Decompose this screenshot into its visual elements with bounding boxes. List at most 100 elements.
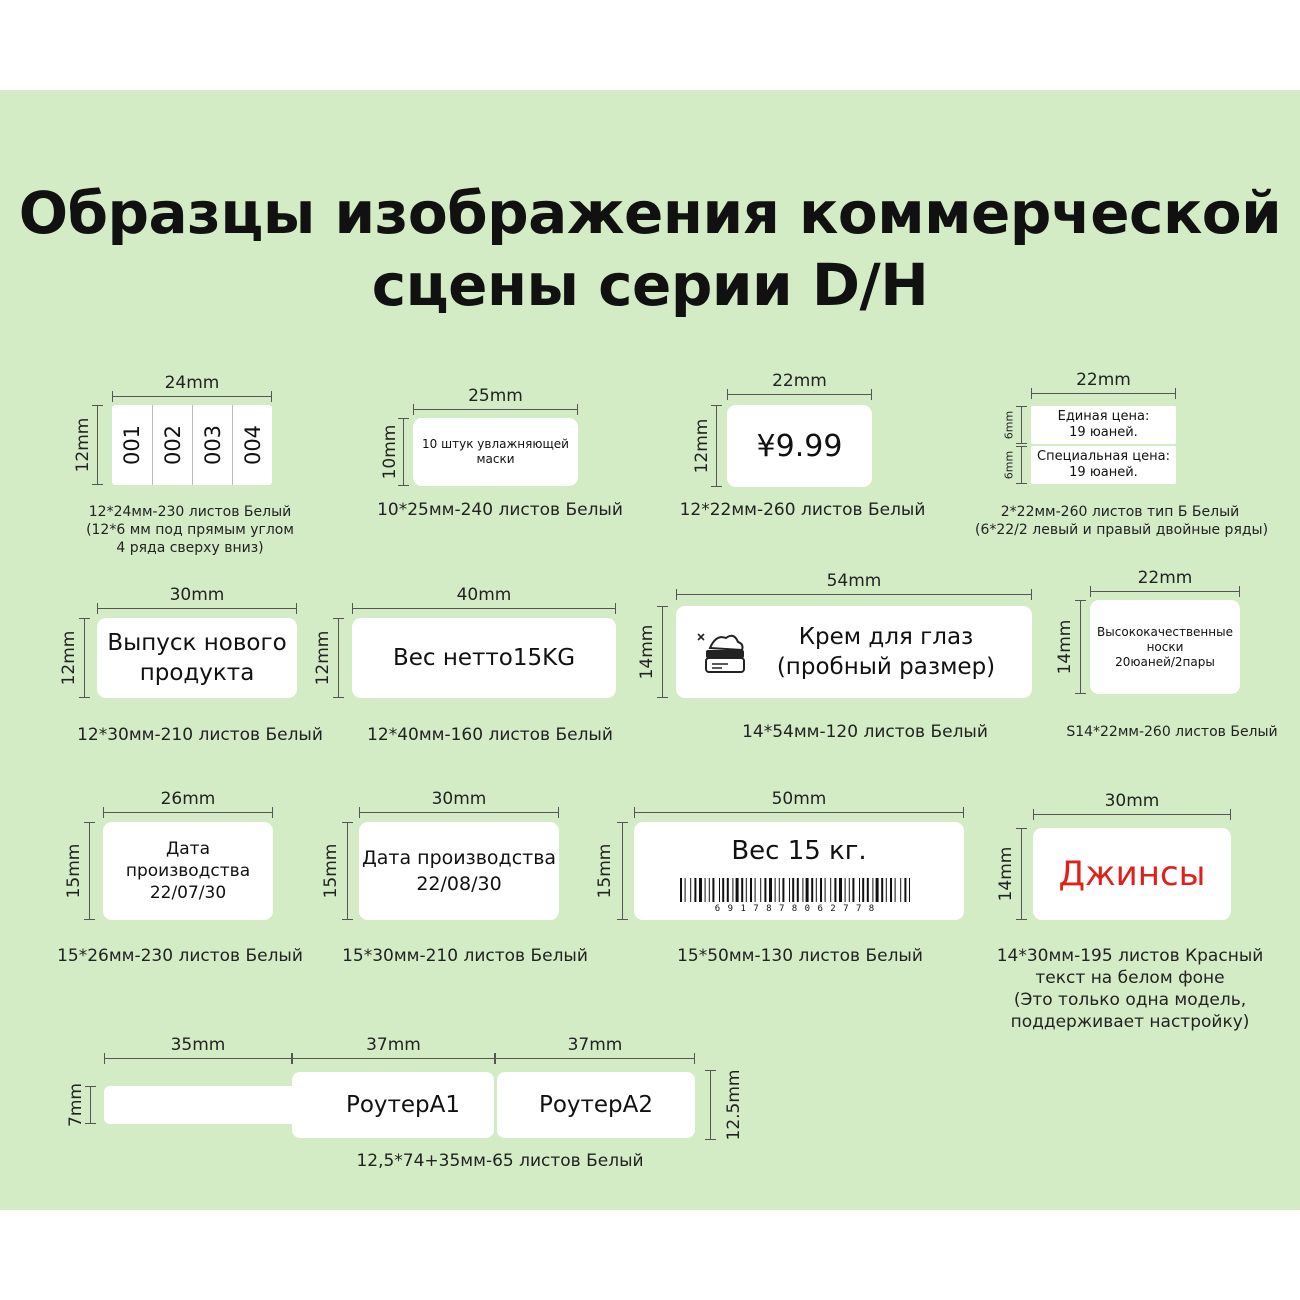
barcode-bar: [839, 878, 842, 902]
barcode-bar: [881, 878, 884, 902]
router-a2-label: РоутерA2: [497, 1072, 695, 1138]
barcode-bar: [890, 878, 892, 902]
tail-height-dimension-text: 7mm: [66, 1083, 86, 1127]
barcode-bar: [852, 878, 855, 902]
tail-joint: [292, 1086, 316, 1124]
barcode-bar: [680, 878, 682, 902]
label-caption: 10*25мм-240 листов Белый: [377, 500, 623, 520]
label-caption: S14*22мм-260 листов Белый: [1066, 724, 1278, 740]
barcode-bar: [848, 878, 850, 902]
height-dimension: [657, 606, 668, 698]
barcode: [680, 878, 910, 902]
barcode-bar: [802, 878, 804, 902]
label-caption: 12*30мм-210 листов Белый: [77, 725, 323, 745]
height-dimension-top: [1016, 406, 1027, 444]
label-caption: 14*30мм-195 листов Красный текст на бело…: [996, 946, 1264, 1032]
barcode-bar: [732, 878, 734, 902]
barcode-bar: [735, 878, 739, 902]
height-dimension-bottom: [1016, 446, 1027, 484]
barcode-bar: [684, 878, 686, 902]
label-caption: 12,5*74+35мм-65 листов Белый: [356, 1151, 644, 1171]
barcode-bar: [834, 878, 837, 902]
height-dimension: [333, 618, 344, 698]
barcode-bar: [872, 878, 874, 902]
height-dimension-text: 15mm: [595, 843, 615, 899]
barcode-bar: [782, 878, 785, 902]
tail-height-dimension: [85, 1086, 96, 1124]
label-caption: 15*50мм-130 листов Белый: [677, 946, 923, 966]
height-dimension-text: 6mm: [1002, 450, 1016, 480]
cable-tail: [104, 1086, 304, 1124]
barcode-bar: [712, 878, 715, 902]
barcode-bar: [708, 878, 710, 902]
label-caption: 12*40мм-160 листов Белый: [367, 725, 613, 745]
label-caption: 12*22мм-260 листов Белый: [679, 500, 926, 520]
width-dimension: 40mm: [352, 585, 616, 614]
label-caption: 14*54мм-120 листов Белый: [742, 722, 988, 742]
eye-cream-label: Крем для глаз (пробный размер): [676, 606, 1032, 698]
height-dimension-text: 14mm: [1055, 619, 1075, 675]
height-dimension-text: 12mm: [692, 418, 712, 474]
barcode-bar: [750, 878, 752, 902]
barcode-bar: [792, 878, 795, 902]
barcode-bar: [754, 878, 756, 902]
barcode-bar: [830, 878, 832, 902]
jeans-label: Джинсы: [1033, 828, 1231, 920]
height-dimension-text: 12.5mm: [724, 1069, 744, 1141]
height-dimension: [398, 418, 409, 486]
numbered-label: 001 002 003 004: [112, 405, 272, 485]
barcode-bar: [778, 878, 780, 902]
barcode-bar: [774, 878, 776, 902]
height-dimension: [617, 822, 628, 920]
width-dimension: 30mm: [359, 789, 559, 818]
barcode-bar: [815, 878, 817, 902]
height-dimension: [1075, 600, 1086, 694]
barcode-bar: [811, 878, 814, 902]
barcode-bar: [719, 878, 720, 902]
special-price-label: Специальная цена: 19 юаней.: [1031, 446, 1176, 484]
barcode-bar: [796, 878, 799, 902]
barcode-bar: [726, 878, 729, 902]
height-dimension-text: 6mm: [1002, 410, 1016, 440]
barcode-bar: [909, 878, 910, 902]
barcode-bar: [866, 878, 869, 902]
barcode-bar: [904, 878, 907, 902]
barcode-bar: [745, 878, 747, 902]
width-dimension-tail: 35mm: [104, 1035, 292, 1064]
height-dimension-text: 12mm: [73, 417, 93, 473]
net-weight-label: Вес нетто15KG: [352, 618, 616, 698]
weight-barcode-label: Вес 15 кг. 6 9 1 7 8 7 8 0 6 2 7 7 8: [634, 822, 964, 920]
height-dimension: [1016, 828, 1027, 920]
unit-price-label: Единая цена: 19 юаней.: [1031, 406, 1176, 444]
barcode-bar: [844, 878, 846, 902]
width-dimension-a: 37mm: [292, 1035, 495, 1064]
width-dimension: 22mm: [727, 371, 872, 400]
height-dimension-text: 12mm: [313, 630, 333, 686]
label-cell: 003: [192, 405, 233, 485]
height-dimension-text: 10mm: [380, 424, 400, 480]
barcode-bar: [789, 878, 790, 902]
height-dimension: [711, 405, 722, 487]
height-dimension: [342, 822, 353, 920]
router-a1-label: РоутерA1: [292, 1072, 494, 1138]
width-dimension: 54mm: [676, 571, 1032, 600]
label-caption: 15*26мм-230 листов Белый: [57, 946, 303, 966]
barcode-bar: [894, 878, 896, 902]
barcode-bar: [760, 878, 762, 902]
width-dimension: 22mm: [1031, 370, 1176, 399]
barcode-digits: 6 9 1 7 8 7 8 0 6 2 7 7 8: [714, 904, 876, 914]
barcode-bar: [900, 878, 902, 902]
width-dimension-b: 37mm: [495, 1035, 695, 1064]
barcode-bar: [704, 878, 706, 902]
barcode-bar: [699, 878, 702, 902]
height-dimension-text: 14mm: [637, 624, 657, 680]
barcode-bar: [859, 878, 860, 902]
new-product-label: Выпуск нового продукта: [97, 618, 297, 698]
width-dimension: 30mm: [1033, 791, 1231, 820]
label-caption: 12*24мм-230 листов Белый (12*6 мм под пр…: [86, 504, 294, 556]
production-date-label: Дата производства 22/07/30: [103, 822, 273, 920]
label-cell: 004: [232, 405, 273, 485]
width-dimension: 50mm: [634, 789, 964, 818]
barcode-bar: [805, 878, 809, 902]
width-dimension: 25mm: [413, 386, 578, 415]
